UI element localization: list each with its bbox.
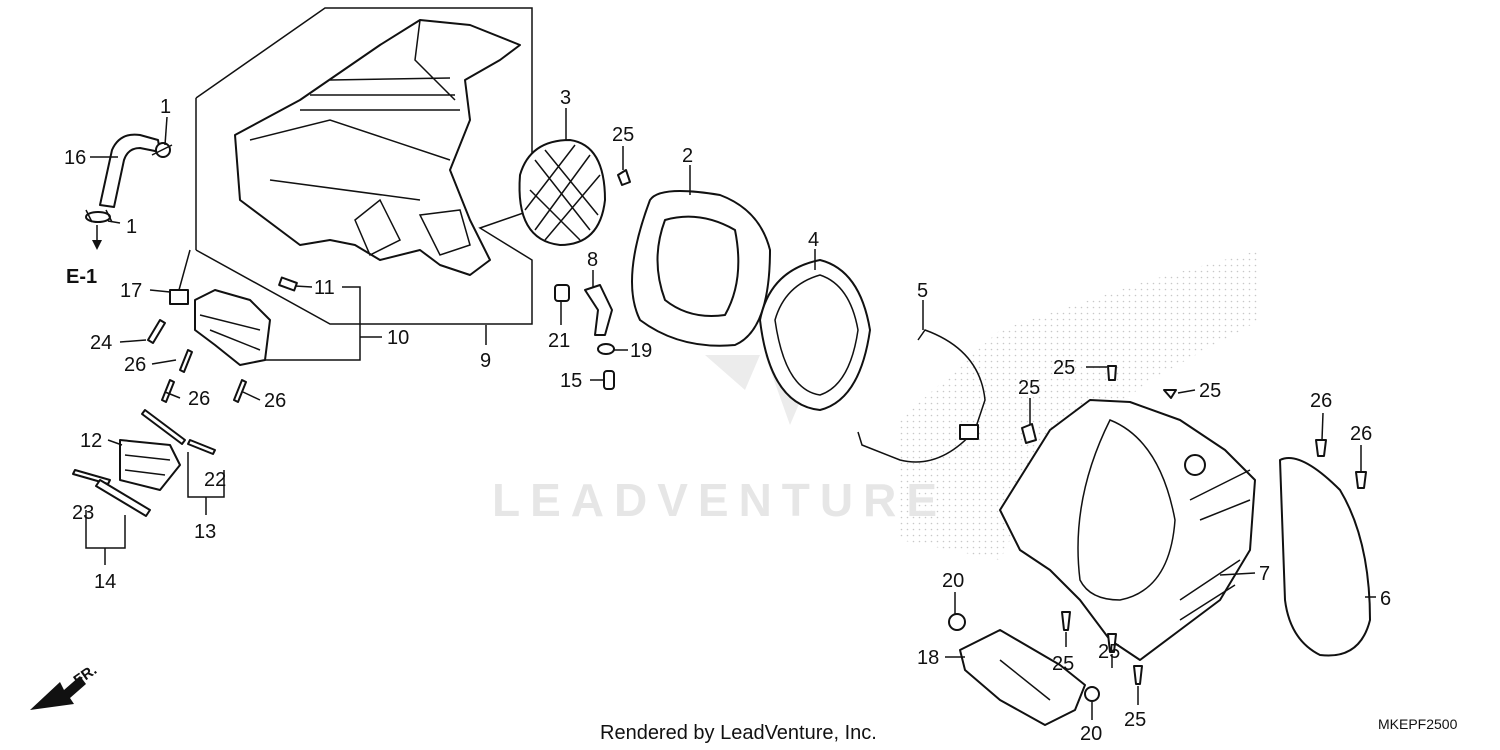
callout-26b: 26 [188, 388, 210, 410]
screw-26-left[interactable] [179, 349, 193, 373]
bolt-13[interactable] [141, 409, 186, 445]
clip-19[interactable] [597, 343, 615, 355]
grommet-11[interactable] [278, 276, 298, 292]
retaining-wire[interactable] [857, 329, 986, 463]
callout-25d: 25 [1199, 380, 1221, 402]
callout-26d: 26 [1310, 390, 1332, 412]
washer-20-upper[interactable] [948, 613, 966, 631]
callout-6: 6 [1380, 588, 1391, 610]
screw-25-cover-top[interactable] [1107, 365, 1117, 381]
screw-25-bottom-b[interactable] [1107, 633, 1117, 653]
drain-plug[interactable] [169, 249, 191, 305]
assembly-9-bracket [195, 7, 533, 325]
screw-25-bottom-a[interactable] [1061, 611, 1071, 631]
screw-25-cover-right[interactable] [1163, 389, 1177, 399]
pipe-8[interactable] [584, 284, 613, 336]
screw-26-mid[interactable] [161, 379, 175, 403]
screw-25-cover-left[interactable] [1021, 423, 1037, 444]
cover-bracket-18[interactable] [959, 629, 1086, 726]
callout-20b: 20 [1080, 723, 1102, 745]
callout-22: 22 [204, 469, 226, 491]
callout-9: 9 [480, 350, 491, 372]
strip-14[interactable] [95, 479, 151, 517]
callout-8: 8 [587, 249, 598, 271]
callout-4: 4 [808, 229, 819, 251]
air-filter-element[interactable] [631, 190, 771, 347]
watermark-text: LEADVENTURE [492, 474, 947, 526]
callout-19: 19 [630, 340, 652, 362]
screw-26-cover-a[interactable] [1315, 439, 1327, 457]
callout-25f: 25 [1098, 641, 1120, 663]
screw-26-cover-b[interactable] [1355, 471, 1367, 489]
watermark: LEADVENTURE [492, 250, 1260, 560]
screw-24[interactable] [147, 319, 166, 344]
diagram-code: MKEPF2500 [1378, 716, 1458, 732]
element-holder[interactable] [518, 139, 606, 246]
callout-1b: 1 [126, 216, 137, 238]
callouts: 1 1 2 3 4 5 6 7 8 9 10 11 12 13 14 15 16… [64, 87, 1391, 745]
callout-21: 21 [548, 330, 570, 352]
callout-12: 12 [80, 430, 102, 452]
plate-12[interactable] [119, 439, 181, 491]
screw-22[interactable] [187, 439, 216, 455]
callout-26a: 26 [124, 354, 146, 376]
tube-clamp-lower[interactable] [85, 209, 113, 223]
screw-25-top[interactable] [617, 169, 631, 186]
element-frame[interactable] [759, 259, 871, 411]
callout-20a: 20 [942, 570, 964, 592]
callout-11: 11 [314, 277, 335, 299]
callout-16: 16 [64, 147, 86, 169]
callout-26e: 26 [1350, 423, 1372, 445]
screw-25-bottom-c[interactable] [1133, 665, 1143, 685]
callout-25g: 25 [1124, 709, 1146, 731]
breather-tube[interactable] [99, 133, 161, 208]
callout-5: 5 [917, 280, 928, 302]
callout-10: 10 [387, 327, 409, 349]
e1-reference: E-1 [66, 266, 97, 288]
callout-25a: 25 [612, 124, 634, 146]
callout-1a: 1 [160, 96, 171, 118]
callout-15: 15 [560, 370, 582, 392]
air-cleaner-case[interactable] [234, 19, 521, 276]
side-cover[interactable] [1279, 457, 1371, 657]
air-cleaner-cover[interactable] [999, 399, 1256, 661]
front-arrow-icon [30, 676, 86, 710]
tube-clamp-upper[interactable] [151, 142, 173, 158]
screw-26-right[interactable] [233, 379, 247, 403]
callout-26c: 26 [264, 390, 286, 412]
callout-3: 3 [560, 87, 571, 109]
washer-20-lower[interactable] [1084, 686, 1100, 702]
callout-25c: 25 [1018, 377, 1040, 399]
callout-23: 23 [72, 502, 94, 524]
duct-cover[interactable] [194, 289, 271, 366]
nut-21[interactable] [554, 284, 570, 302]
leader-lines [85, 108, 1376, 720]
callout-17: 17 [120, 280, 142, 302]
callout-25b: 25 [1053, 357, 1075, 379]
callout-18: 18 [917, 647, 939, 669]
callout-2: 2 [682, 145, 693, 167]
rendered-by-credit: Rendered by LeadVenture, Inc. [600, 722, 877, 744]
callout-7: 7 [1259, 563, 1270, 585]
plug-15[interactable] [603, 370, 615, 390]
callout-25e: 25 [1052, 653, 1074, 675]
callout-14: 14 [94, 571, 116, 593]
callout-13: 13 [194, 521, 216, 543]
callout-24: 24 [90, 332, 112, 354]
